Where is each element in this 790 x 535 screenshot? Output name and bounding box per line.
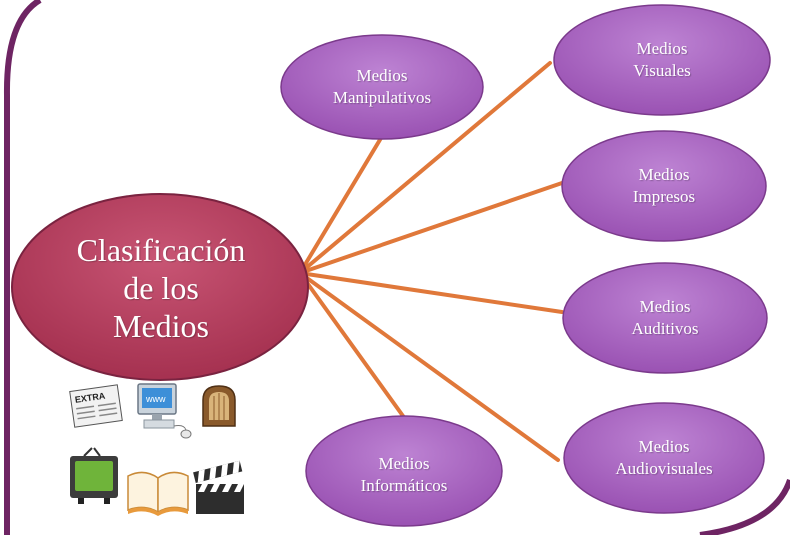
label-informaticos-line1: Medios xyxy=(378,454,430,473)
connector-audiovisuales xyxy=(298,271,560,462)
center-label: Clasificación de los Medios xyxy=(20,230,302,346)
label-visuales-line2: Visuales xyxy=(633,61,691,80)
computer-icon-text: www xyxy=(145,394,166,404)
label-auditivos-line1: Medios xyxy=(639,297,691,316)
clapperboard-icon xyxy=(193,460,244,514)
connector-informaticos xyxy=(298,271,405,418)
node-visuales xyxy=(553,4,771,116)
newspaper-icon-text: EXTRA xyxy=(74,391,106,405)
book-icon xyxy=(127,471,189,516)
label-auditivos-line2: Auditivos xyxy=(631,319,699,338)
label-impresos-line2: Impresos xyxy=(632,187,696,206)
label-impresos: Medios Impresos xyxy=(574,161,754,211)
node-audiovisuales xyxy=(563,402,765,514)
label-impresos-line1: Medios xyxy=(638,165,690,184)
label-manipulativos-line1: Medios xyxy=(356,66,408,85)
connector-auditivos xyxy=(298,271,564,314)
node-center xyxy=(11,193,309,381)
label-manipulativos-line2: Manipulativos xyxy=(332,88,432,107)
node-auditivos xyxy=(562,262,768,374)
connector-visuales xyxy=(298,61,552,275)
center-label-line3: Medios xyxy=(113,308,209,344)
television-icon xyxy=(70,447,118,504)
label-auditivos: Medios Auditivos xyxy=(575,293,755,343)
center-label-line1: Clasificación xyxy=(76,232,246,268)
node-impresos xyxy=(561,130,767,242)
connector-manipulativos xyxy=(298,136,383,275)
label-visuales: Medios Visuales xyxy=(572,35,752,85)
computer-icon: www xyxy=(137,383,192,439)
label-audiovisuales-line1: Medios xyxy=(638,437,690,456)
frame-left-curve xyxy=(3,0,42,535)
radio-icon xyxy=(202,385,236,427)
newspaper-icon: EXTRA xyxy=(69,384,123,428)
center-label-line2: de los xyxy=(123,270,199,306)
label-audiovisuales: Medios Audiovisuales xyxy=(574,433,754,483)
node-manipulativos xyxy=(280,34,484,140)
label-manipulativos: Medios Manipulativos xyxy=(292,62,472,112)
label-informaticos-line2: Informáticos xyxy=(360,476,448,495)
node-informaticos xyxy=(305,415,503,527)
frame-bottom-curve xyxy=(699,478,790,535)
label-informaticos: Medios Informáticos xyxy=(314,450,494,500)
label-visuales-line1: Medios xyxy=(636,39,688,58)
label-audiovisuales-line2: Audiovisuales xyxy=(615,459,713,478)
connector-impresos xyxy=(298,181,564,275)
